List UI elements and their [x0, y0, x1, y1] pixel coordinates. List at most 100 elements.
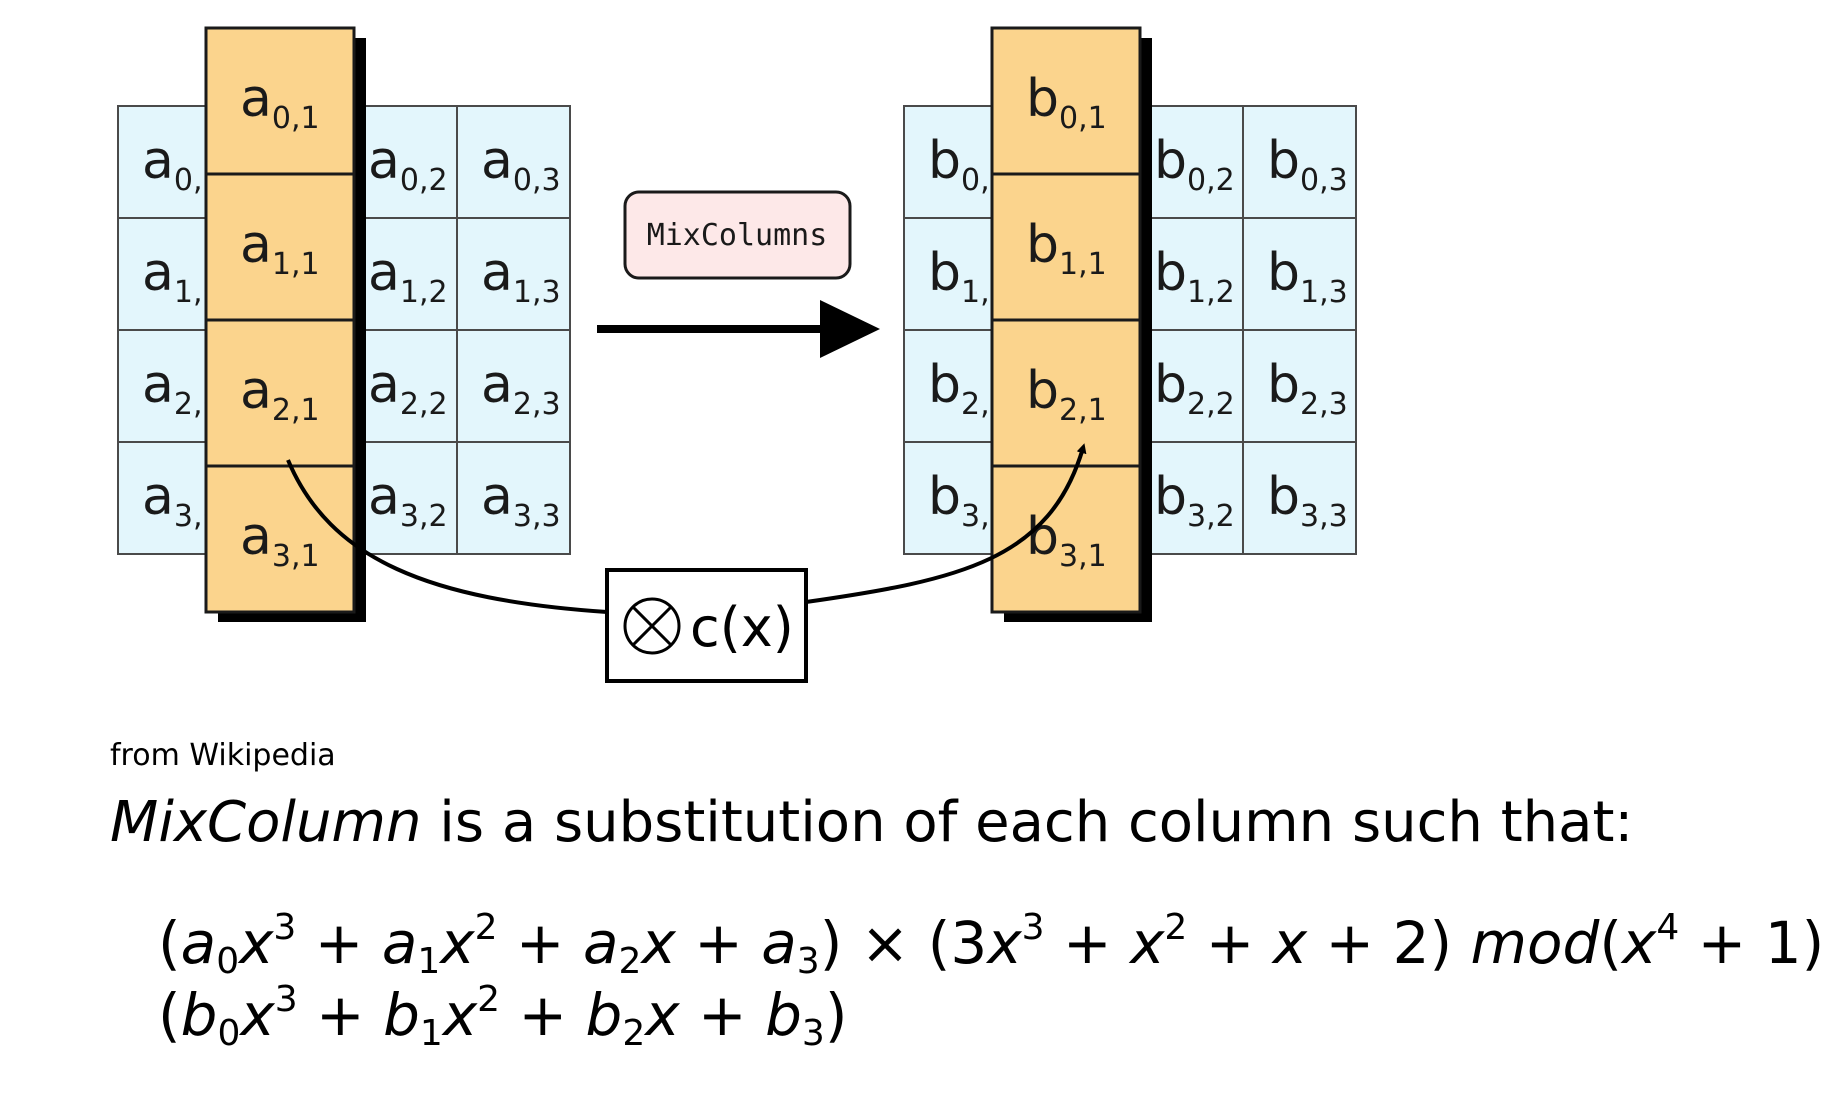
multiplier-label: c(x)	[690, 596, 794, 659]
eq-sup: 3	[1021, 907, 1045, 948]
eq-var: x	[987, 909, 1022, 977]
eq-sub: 0	[217, 1013, 241, 1054]
cell-subscript: 1,2	[400, 275, 448, 310]
multiply-curve	[286, 459, 608, 614]
eq-var: a	[381, 909, 418, 977]
cell-subscript: 1,2	[1187, 275, 1235, 310]
eq-op: +	[679, 981, 766, 1049]
eq-op: +	[1044, 909, 1131, 977]
eq-sup: 3	[273, 907, 297, 948]
cell-label-b-2-3: b2,3	[1267, 355, 1348, 422]
cell-subscript: 3,1	[1059, 539, 1107, 574]
mixcolumn-statement: MixColumn is a substitution of each colu…	[110, 790, 1633, 856]
cell-label-b-1-3: b1,3	[1267, 243, 1348, 310]
cell-label-a-0-2: a0,2	[368, 131, 448, 198]
multiplier-box: c(x)	[605, 568, 808, 683]
cell-label-a-1-3: a1,3	[481, 243, 561, 310]
state-cell	[456, 217, 571, 331]
eq-var: b	[585, 981, 623, 1049]
equation-line-2: (b0x3 + b1x2 + b2x + b3)	[158, 979, 848, 1054]
cell-label-b-0-2: b0,2	[1154, 131, 1235, 198]
eq-var: x	[442, 981, 478, 1049]
eq-op: +	[675, 909, 762, 977]
cell-subscript: 1,1	[272, 247, 320, 282]
eq-var: x	[1622, 909, 1657, 977]
cell-subscript: 3,3	[1300, 499, 1348, 534]
cell-subscript: 2,3	[513, 387, 561, 422]
eq-op: )	[824, 981, 848, 1049]
eq-op: +	[297, 981, 384, 1049]
cell-subscript: 3,3	[513, 499, 561, 534]
highlighted-column-cell	[204, 464, 356, 614]
cell-subscript: 3,2	[1187, 499, 1235, 534]
eq-var: b	[765, 981, 802, 1049]
state-cell	[1242, 329, 1357, 443]
eq-var: b	[180, 981, 218, 1049]
cell-subscript: 3,2	[400, 499, 448, 534]
cell-label-a-3-2: a3,2	[368, 467, 448, 534]
cell-label-a-2-3: a2,3	[481, 355, 561, 422]
eq-var: a	[180, 909, 217, 977]
cell-label-b-3-2: b3,2	[1154, 467, 1235, 534]
eq-sub: 2	[622, 1013, 646, 1054]
cell-subscript: 0,3	[513, 163, 561, 198]
state-cell	[1242, 217, 1357, 331]
cell-subscript: 2,2	[400, 387, 448, 422]
eq-var: x	[240, 981, 275, 1049]
cell-label-a-2-1: a2,1	[240, 361, 320, 428]
cell-subscript: 1,1	[1059, 247, 1107, 282]
cell-label-a-2-2: a2,2	[368, 355, 448, 422]
state-cell	[456, 329, 571, 443]
eq-op: +	[500, 981, 586, 1049]
eq-var: a	[582, 909, 619, 977]
eq-sub: 1	[417, 941, 441, 982]
cell-label-b-0-1: b0,1	[1026, 69, 1107, 136]
equation-line-1: (a0x3 + a1x2 + a2x + a3) × (3x3 + x2 + x…	[158, 907, 1826, 980]
eq-mod: mod	[1470, 909, 1600, 977]
eq-sup: 2	[1164, 907, 1188, 948]
cell-label-a-1-1: a1,1	[240, 215, 320, 282]
eq-sub: 3	[801, 1013, 825, 1054]
cell-label-a-3-1: a3,1	[240, 507, 320, 574]
eq-sup: 2	[477, 979, 501, 1020]
highlighted-column-cell	[204, 26, 356, 176]
cell-subscript: 0,1	[272, 101, 320, 136]
eq-var: x	[645, 981, 680, 1049]
cell-subscript: 2,3	[1300, 387, 1348, 422]
source-caption: from Wikipedia	[110, 738, 336, 773]
cell-label-a-3-3: a3,3	[481, 467, 561, 534]
state-cell	[1242, 441, 1357, 555]
eq-op: + 1) =	[1697, 909, 1826, 977]
multiply-curve-to-b	[805, 443, 1087, 604]
cell-label-a-1-0: a1,0	[142, 243, 222, 310]
eq-var: x	[440, 909, 475, 977]
highlighted-column-cell	[204, 318, 356, 468]
cell-subscript: 2,2	[1187, 387, 1235, 422]
eq-op: +	[497, 909, 583, 977]
eq-op: +	[296, 909, 382, 977]
cell-subscript: 2,1	[1059, 393, 1107, 428]
state-cell	[456, 441, 571, 555]
eq-op: (	[1599, 909, 1622, 977]
cell-subscript: 0,2	[400, 163, 448, 198]
cell-label-b-2-2: b2,2	[1154, 355, 1235, 422]
cell-label-b-3-1: b3,1	[1026, 507, 1107, 574]
highlighted-column-cell	[204, 172, 356, 322]
cell-subscript: 2,1	[272, 393, 320, 428]
cell-label-b-2-1: b2,1	[1026, 361, 1107, 428]
otimes-icon	[623, 597, 681, 655]
eq-var: x	[1272, 909, 1308, 977]
eq-var: b	[383, 981, 420, 1049]
eq-op: + 2)	[1307, 909, 1471, 977]
eq-var: a	[761, 909, 797, 977]
mixcolumns-label-box: MixColumns	[623, 190, 852, 280]
cell-label-b-3-3: b3,3	[1267, 467, 1348, 534]
cell-subscript: 0,2	[1187, 163, 1235, 198]
cell-label-b-0-3: b0,3	[1267, 131, 1348, 198]
eq-sub: 1	[419, 1013, 443, 1054]
highlighted-column-cell	[990, 26, 1142, 176]
eq-var: x	[641, 909, 676, 977]
mixcolumns-label: MixColumns	[647, 218, 828, 253]
